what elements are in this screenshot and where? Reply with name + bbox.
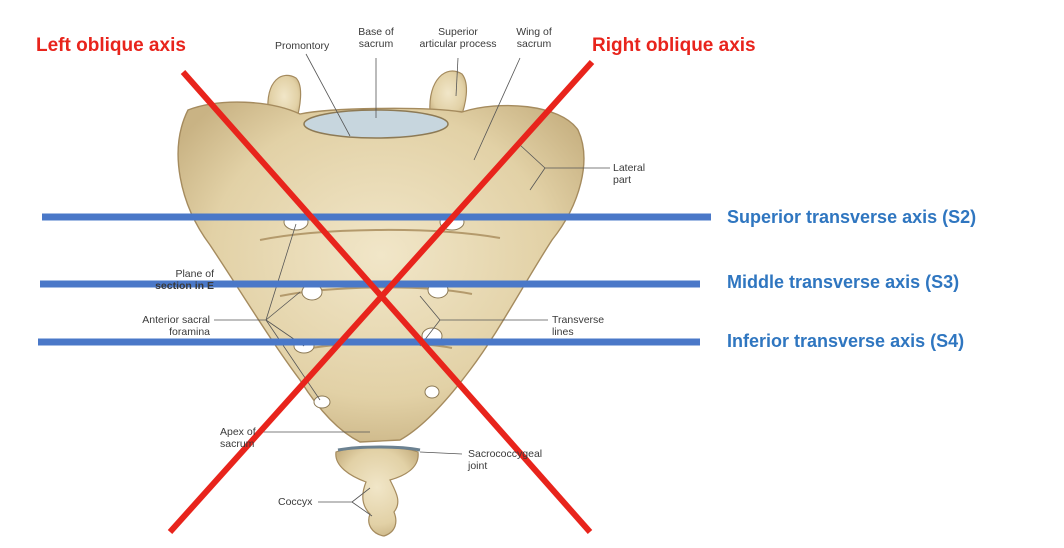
label-line: Apex of <box>220 426 256 438</box>
label-lateral-part: Lateral part <box>613 162 645 186</box>
label-line: articular process <box>419 38 497 50</box>
label-line: Transverse <box>552 314 605 326</box>
label-line: Anterior sacral <box>142 314 210 326</box>
label-sacrococcygeal-joint: Sacrococcygeal joint <box>468 448 542 472</box>
label-superior-articular-process: Superior articular process <box>410 26 506 50</box>
label-anterior-sacral-foramina: Anterior sacral foramina <box>110 314 210 338</box>
label-line: Plane of <box>175 268 214 280</box>
label-line: Lateral <box>613 162 646 174</box>
label-line: joint <box>468 460 488 472</box>
right-oblique-axis-title: Right oblique axis <box>592 35 756 56</box>
superior-transverse-axis-title: Superior transverse axis (S2) <box>727 207 977 227</box>
label-line: Sacrococcygeal <box>468 448 543 460</box>
middle-transverse-axis-title: Middle transverse axis (S3) <box>727 272 960 292</box>
label-line: part <box>613 174 632 186</box>
label-apex-of-sacrum: Apex of sacrum <box>220 426 256 450</box>
anterior-sacral-foramen <box>424 385 440 399</box>
label-line: sacrum <box>358 38 394 50</box>
sacrococcygeal-joint-line <box>337 445 421 452</box>
left-oblique-axis-line <box>180 70 593 534</box>
label-line: lines <box>552 326 574 338</box>
label-line: foramina <box>169 326 210 338</box>
leader-lines <box>214 53 610 517</box>
label-line: Base of <box>358 26 394 38</box>
label-wing-of-sacrum: Wing of sacrum <box>506 26 562 50</box>
right-oblique-axis-line <box>167 59 595 535</box>
inferior-transverse-axis-title: Inferior transverse axis (S4) <box>727 331 965 351</box>
label-plane-of-section: Plane of section in E <box>120 268 214 292</box>
label-line: sacrum <box>220 438 255 450</box>
label-coccyx: Coccyx <box>278 496 313 508</box>
label-promontory: Promontory <box>275 40 330 52</box>
label-line: section in E <box>155 280 214 292</box>
coccyx-bone <box>335 446 419 537</box>
label-line: Wing of <box>516 26 552 38</box>
sacrum-body <box>177 101 585 443</box>
right-superior-articular-process <box>429 70 468 121</box>
label-transverse-lines: Transverse lines <box>552 314 604 338</box>
anterior-sacral-foramen <box>313 395 331 409</box>
transverse-ridge <box>259 228 501 241</box>
label-line: sacrum <box>516 38 552 50</box>
oblique-axes <box>167 59 595 535</box>
label-line: Superior <box>438 26 478 38</box>
left-oblique-axis-title: Left oblique axis <box>36 35 186 56</box>
label-base-of-sacrum: Base of sacrum <box>344 26 408 50</box>
